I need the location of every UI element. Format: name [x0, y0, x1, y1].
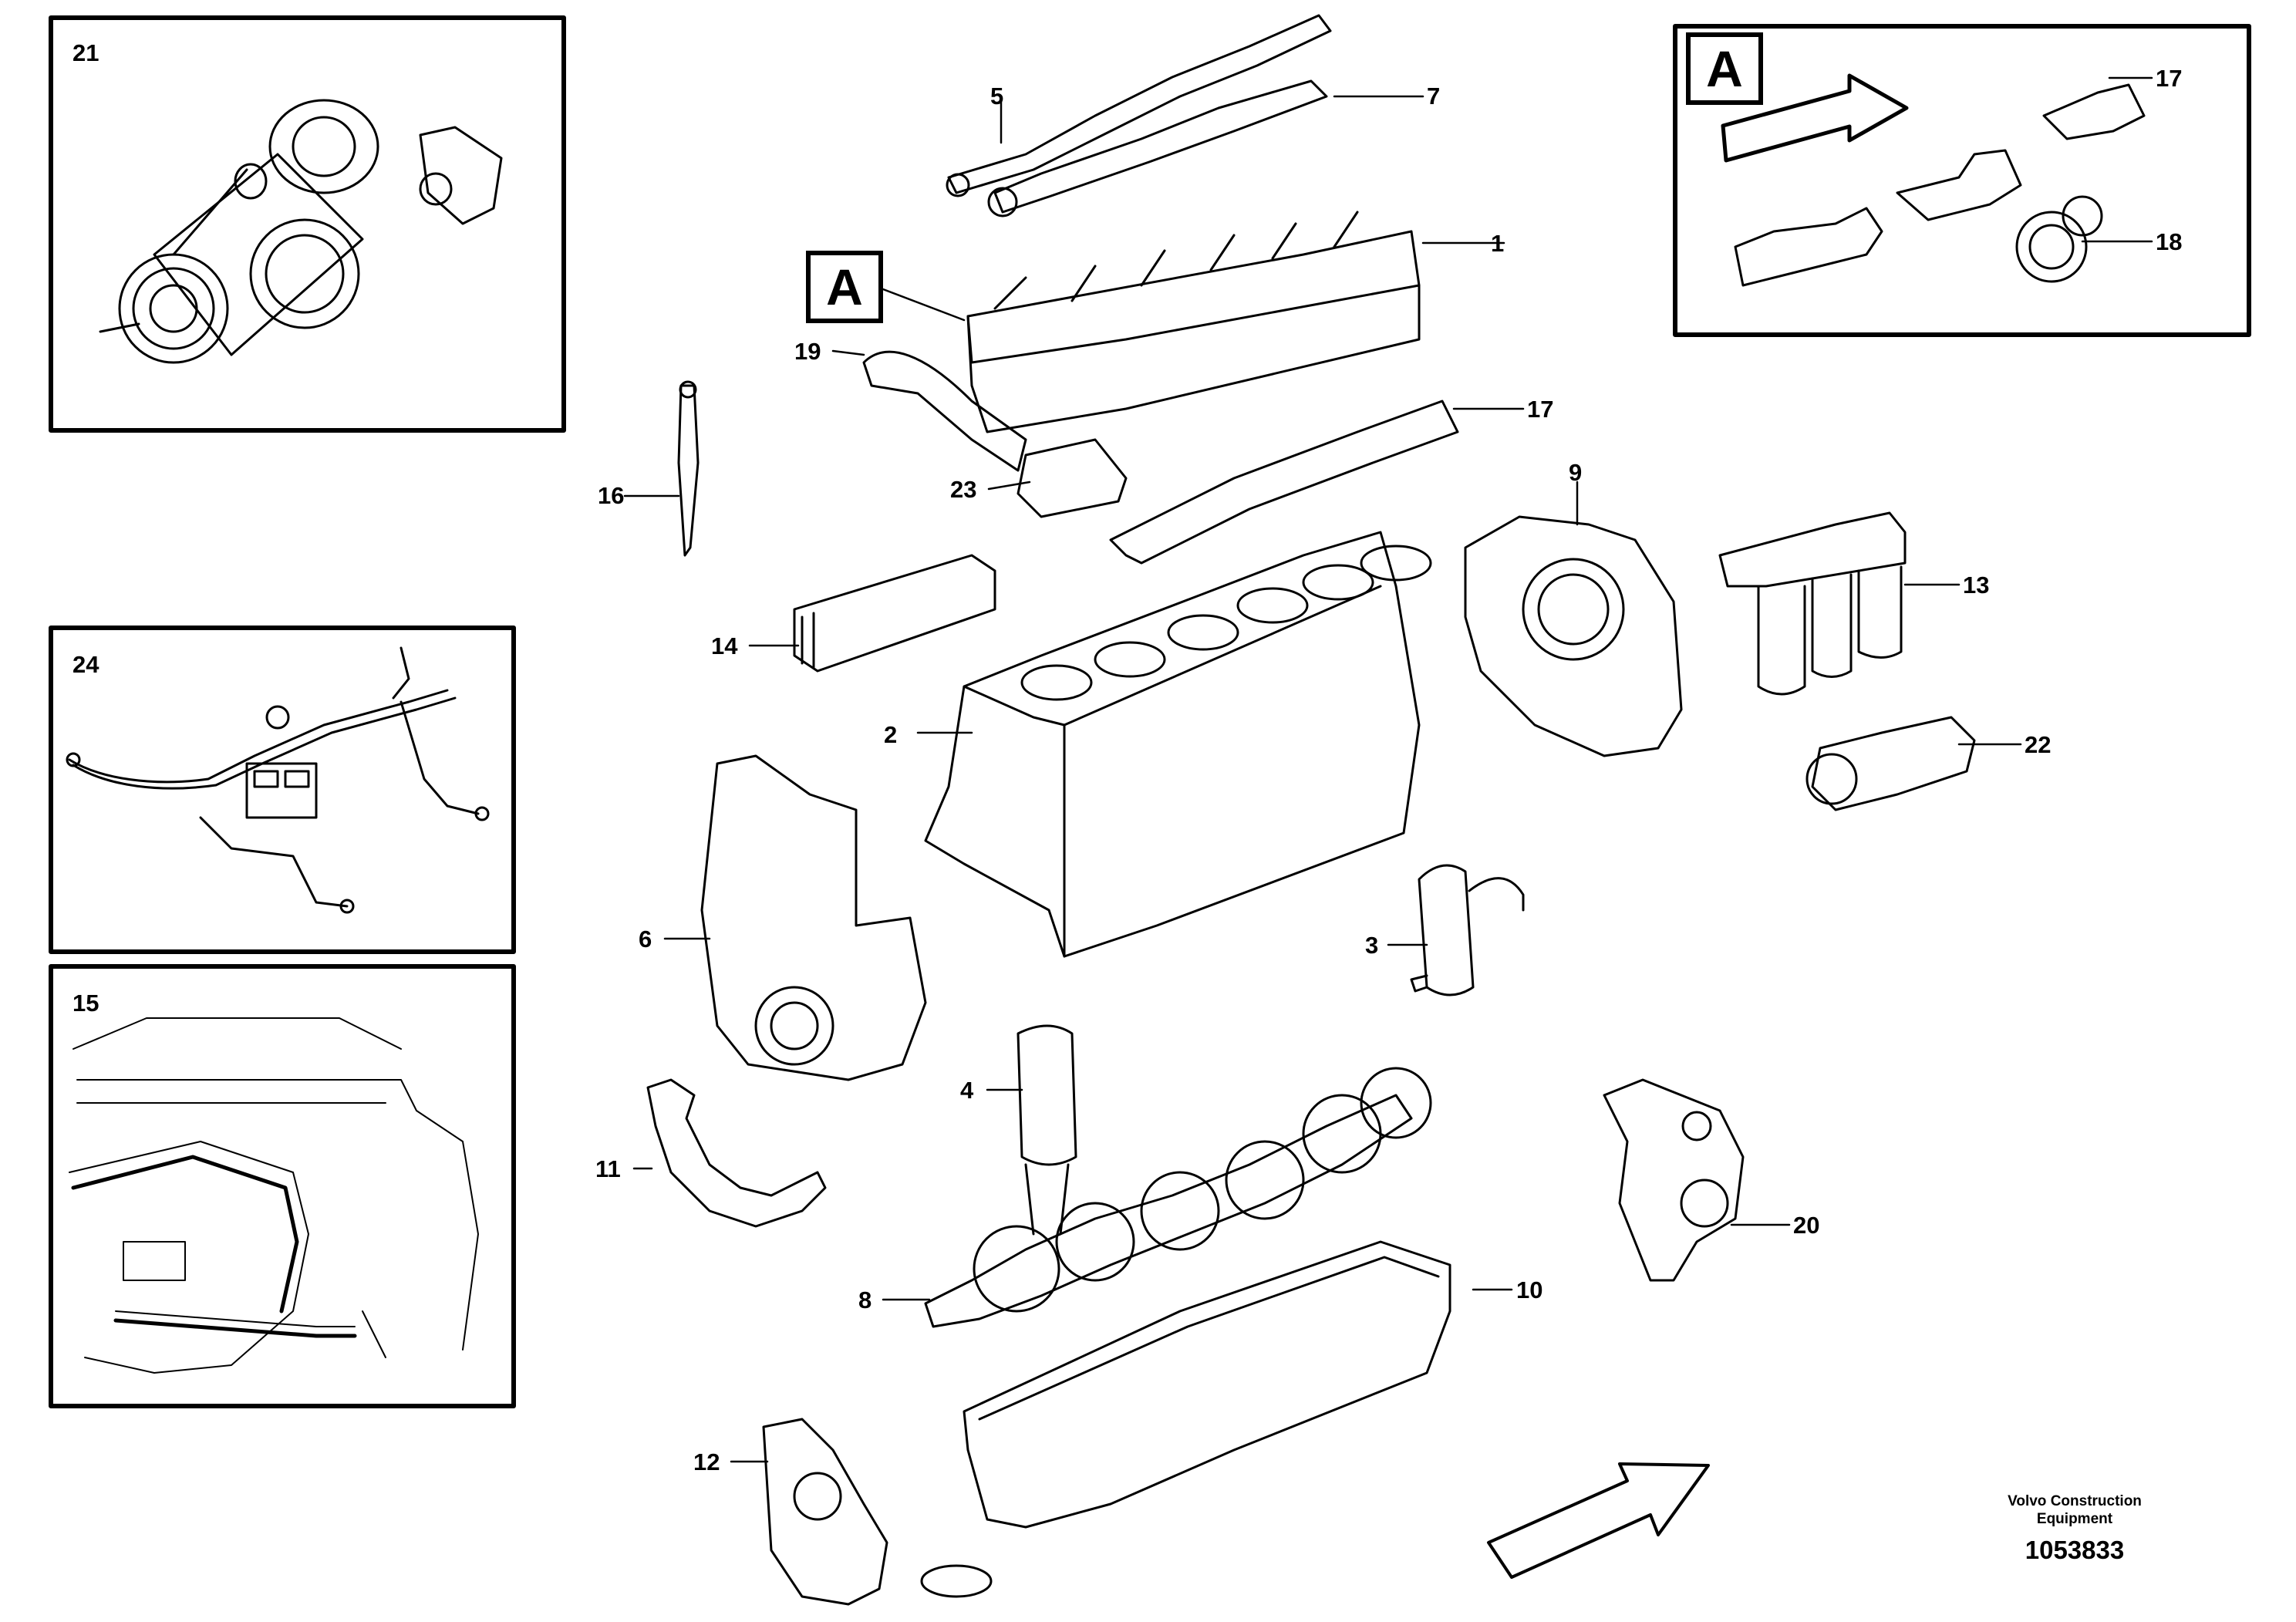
callout-3: 3	[1365, 932, 1379, 959]
leader-lines	[623, 76, 2153, 1463]
intake-drawing	[862, 350, 1459, 565]
callout-2: 2	[884, 721, 898, 748]
callout-10: 10	[1516, 1276, 1543, 1303]
flywheel-housing-drawing	[1464, 515, 1683, 757]
callout-6: 6	[639, 926, 652, 953]
callout-16: 16	[598, 482, 625, 509]
callout-12: 12	[693, 1448, 720, 1475]
oil-cooler-drawing	[793, 554, 996, 673]
callout-9: 9	[1569, 459, 1583, 486]
oil-pump-drawing	[762, 1418, 993, 1606]
inset-21-label: 21	[72, 39, 99, 66]
cylinder-head-drawing	[966, 211, 1421, 433]
oil-filters-drawing	[1718, 511, 1907, 696]
starter-motor-drawing	[1805, 716, 1976, 811]
injector-drawing	[677, 380, 700, 557]
callout-4: 4	[960, 1077, 974, 1104]
engine-block-drawing	[924, 531, 1432, 958]
callout-19: 19	[794, 338, 821, 365]
callout-23: 23	[950, 476, 977, 503]
callout-14: 14	[711, 632, 738, 659]
company-name-line1: Volvo Construction	[2008, 1493, 2142, 1509]
detail-a-box-marker: A	[1686, 32, 1763, 105]
belt-drive-drawing	[99, 99, 503, 364]
oil-pipe-drawing	[646, 1078, 827, 1228]
oil-pan-drawing	[963, 1240, 1451, 1529]
callout-7: 7	[1427, 83, 1441, 110]
callout-20: 20	[1793, 1212, 1820, 1239]
callout-17-manifold: 17	[1527, 396, 1554, 423]
company-name-line2: Equipment	[2036, 1511, 2113, 1527]
direction-arrow	[1487, 1462, 1710, 1579]
inset-21-frame	[49, 15, 566, 433]
wiring-harness-drawing	[66, 646, 490, 914]
callout-1: 1	[1491, 230, 1505, 257]
inset-24-frame	[49, 626, 516, 954]
inset-15-label: 15	[72, 990, 99, 1017]
callout-17-detail: 17	[2156, 65, 2183, 92]
inset-24-label: 24	[72, 651, 99, 678]
camshaft-drawing	[946, 14, 1332, 218]
water-pump-drawing	[1603, 1078, 1745, 1282]
callout-5: 5	[990, 83, 1004, 110]
callout-22: 22	[2025, 731, 2052, 758]
breather-drawing	[1410, 864, 1525, 996]
detail-a-marker: A	[806, 251, 883, 323]
drawing-number: 1053833	[2025, 1536, 2125, 1564]
crankshaft-drawing	[924, 1067, 1432, 1328]
callout-11: 11	[595, 1155, 621, 1182]
timing-cover-drawing	[700, 754, 927, 1081]
detail-a-frame	[1673, 24, 2251, 337]
title-block: Volvo Construction Equipment 1053833	[1974, 1492, 2175, 1565]
callout-8: 8	[858, 1286, 872, 1313]
inset-15-frame	[49, 964, 516, 1408]
callout-13: 13	[1963, 572, 1990, 599]
exhaust-manifold-drawing	[1721, 73, 2146, 287]
cylinder-liner-drawing	[1017, 1024, 1077, 1236]
callout-18: 18	[2156, 228, 2183, 255]
engine-wiring-drawing	[69, 1017, 479, 1374]
